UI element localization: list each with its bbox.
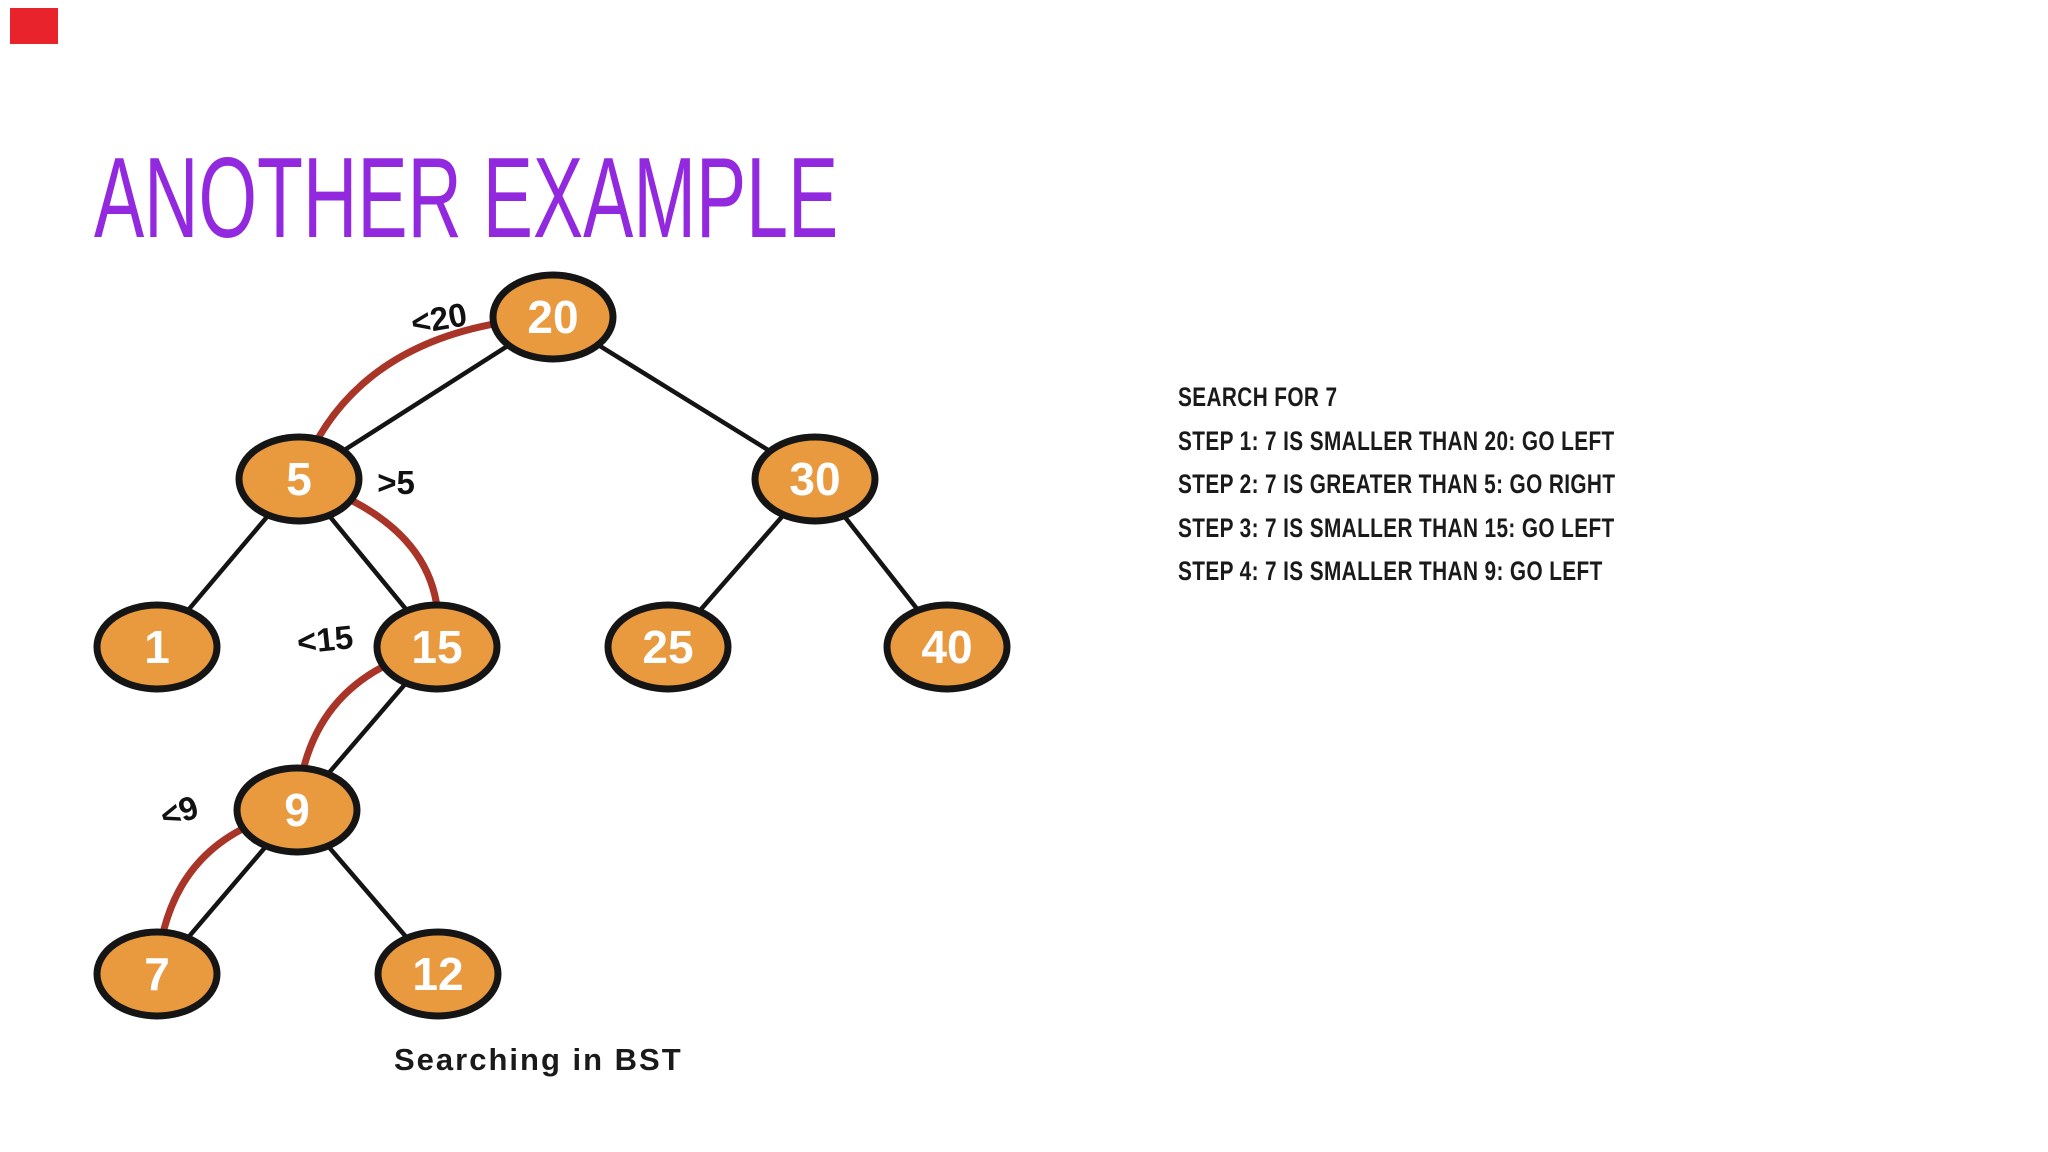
tree-node-30	[751, 433, 879, 525]
tree-node-1	[93, 601, 221, 693]
tree-node-40-label: 40	[921, 621, 972, 673]
search-step-3: STEP 3: 7 IS SMALLER THAN 15: GO LEFT	[1178, 512, 1615, 543]
edge-label-lt15: <15	[295, 618, 355, 661]
search-steps: SEARCH FOR 7 STEP 1: 7 IS SMALLER THAN 2…	[1178, 376, 1746, 594]
tree-node-12	[374, 928, 502, 1020]
tree-node-25-label: 25	[642, 621, 693, 673]
tree-node-1-label: 1	[144, 621, 170, 673]
edge-label-lt9: <9	[156, 788, 203, 835]
tree-node-15	[373, 601, 501, 693]
tree-node-9	[233, 764, 361, 856]
tree-node-15-label: 15	[411, 621, 462, 673]
search-step-1: STEP 1: 7 IS SMALLER THAN 20: GO LEFT	[1178, 425, 1615, 456]
tree-node-7	[93, 928, 221, 1020]
tree-node-7-label: 7	[144, 948, 170, 1000]
tree-node-20-label: 20	[527, 291, 578, 343]
red-corner-marker	[10, 8, 58, 44]
diagram-caption: Searching in BST	[394, 1042, 683, 1077]
search-step-4: STEP 4: 7 IS SMALLER THAN 9: GO LEFT	[1178, 556, 1603, 586]
search-step-2: STEP 2: 7 IS GREATER THAN 5: GO RIGHT	[1178, 469, 1616, 499]
tree-node-20	[489, 271, 617, 363]
tree-node-5	[235, 433, 363, 525]
tree-node-30-label: 30	[789, 453, 840, 505]
tree-node-40	[883, 601, 1011, 693]
tree-node-9-label: 9	[284, 784, 310, 836]
page-title: ANOTHER EXAMPLE	[94, 142, 1222, 256]
tree-node-25	[604, 601, 732, 693]
search-steps-heading: SEARCH FOR 7	[1178, 382, 1338, 412]
page-title-text: ANOTHER EXAMPLE	[94, 135, 839, 262]
tree-node-12-label: 12	[412, 948, 463, 1000]
edge-label-gt5: >5	[377, 464, 415, 501]
tree-node-5-label: 5	[286, 453, 312, 505]
